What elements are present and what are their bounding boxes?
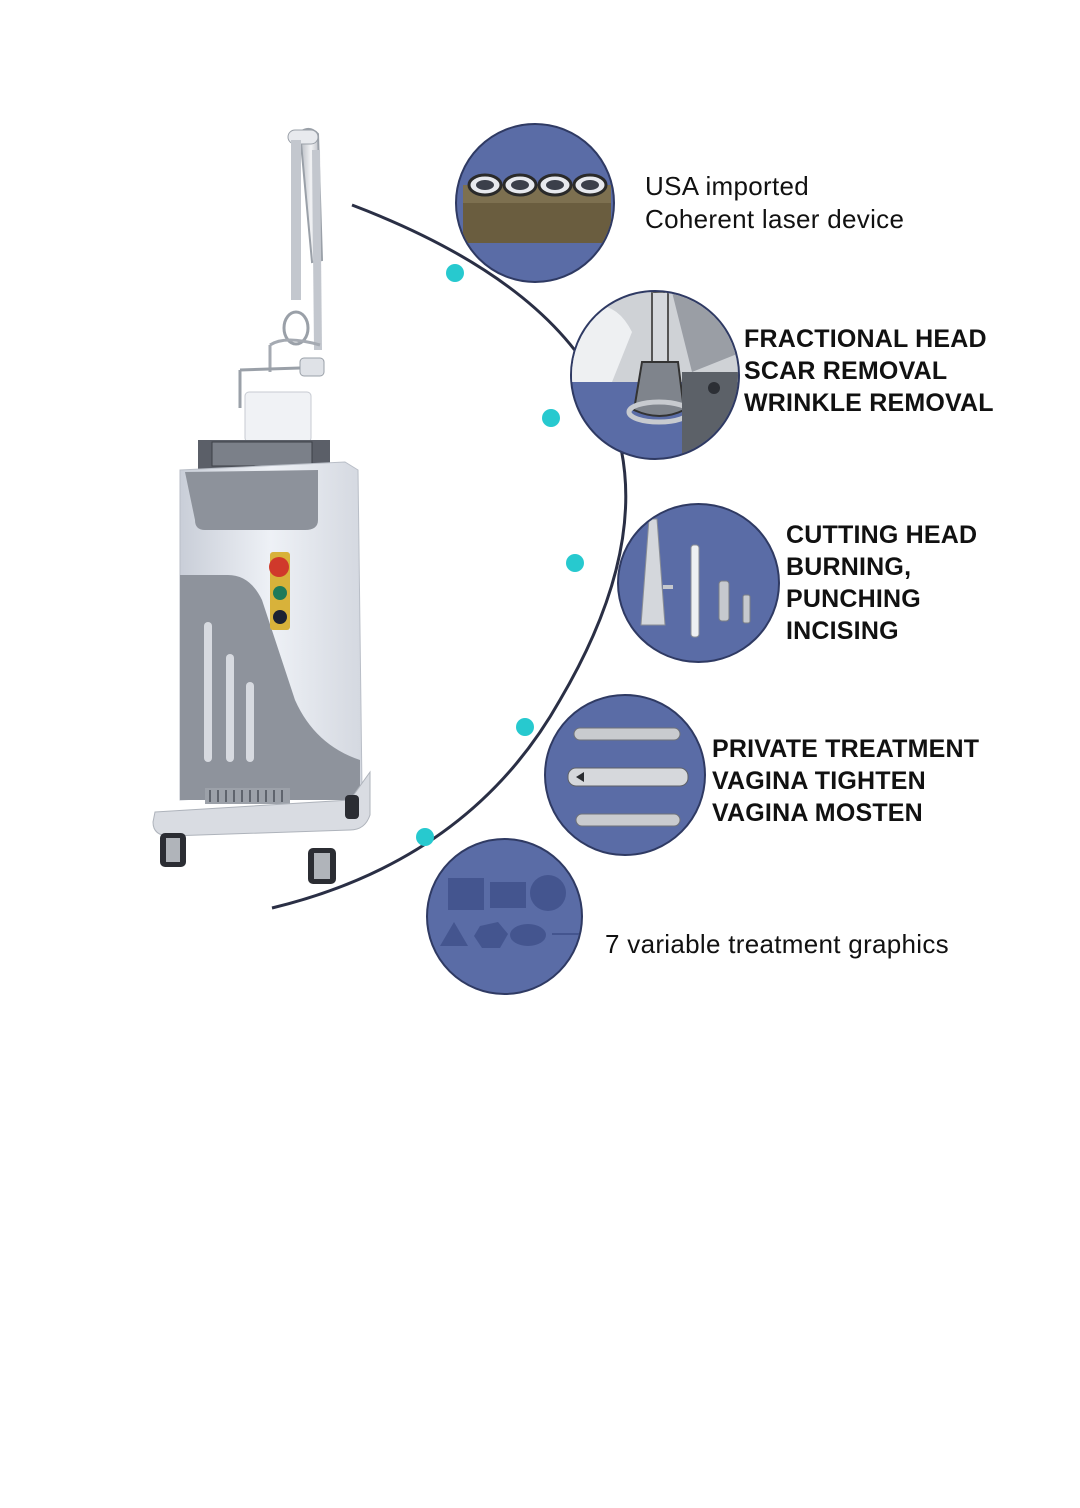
vent-grille (205, 788, 290, 804)
feature-text-line: WRINKLE REMOVAL (744, 389, 994, 417)
laser-tube-icon (463, 173, 611, 243)
feature-text-line: 7 variable treatment graphics (605, 929, 949, 959)
feature-text-line: USA imported (645, 171, 810, 201)
touch-screen (211, 441, 313, 467)
feature-text-line: INCISING (786, 617, 899, 645)
control-buttons (269, 552, 290, 630)
fractional-head-icon (572, 292, 738, 458)
feature-text-line: PRIVATE TREATMENT (712, 735, 980, 763)
arc-dot (542, 409, 560, 427)
articulated-arm (238, 128, 325, 408)
arc-dot (416, 828, 434, 846)
feature-label-treatment-graphics: 7 variable treatment graphics (605, 928, 949, 961)
vaginal-probe-icon (567, 727, 689, 827)
feature-text-line: FRACTIONAL HEAD (744, 325, 987, 353)
feature-circle-laser-device (455, 123, 615, 283)
key-switch (273, 610, 287, 624)
feature-text-line: VAGINA TIGHTEN (712, 767, 926, 795)
treatment-graphics-icon (440, 875, 581, 948)
feature-text-line: VAGINA MOSTEN (712, 799, 923, 827)
laser-housing (244, 391, 312, 443)
feature-text-line: SCAR REMOVAL (744, 357, 948, 385)
feature-circle-private-treatment (544, 694, 706, 856)
arc-line (271, 203, 628, 910)
arc-dot (566, 554, 584, 572)
feature-label-fractional-head: FRACTIONAL HEAD SCAR REMOVAL WRINKLE REM… (744, 323, 994, 419)
feature-circle-fractional-head (570, 290, 740, 460)
feature-label-laser-device: USA imported Coherent laser device (645, 170, 904, 236)
feature-circle-treatment-graphics (426, 838, 583, 995)
feature-text-line: CUTTING HEAD (786, 521, 978, 549)
cutting-head-icon (640, 518, 751, 638)
feature-text-line: BURNING, (786, 553, 912, 581)
feature-circle-cutting-head (617, 503, 780, 663)
arc-dot (516, 718, 534, 736)
feature-label-cutting-head: CUTTING HEAD BURNING, PUNCHING INCISING (786, 519, 977, 647)
feature-text-line: PUNCHING (786, 585, 921, 613)
arc-dot (446, 264, 464, 282)
start-button (273, 586, 287, 600)
feature-text-line: Coherent laser device (645, 204, 905, 234)
feature-label-private-treatment: PRIVATE TREATMENT VAGINA TIGHTEN VAGINA … (712, 733, 979, 829)
caster-wheels (160, 795, 359, 884)
emergency-stop-button (269, 557, 289, 577)
